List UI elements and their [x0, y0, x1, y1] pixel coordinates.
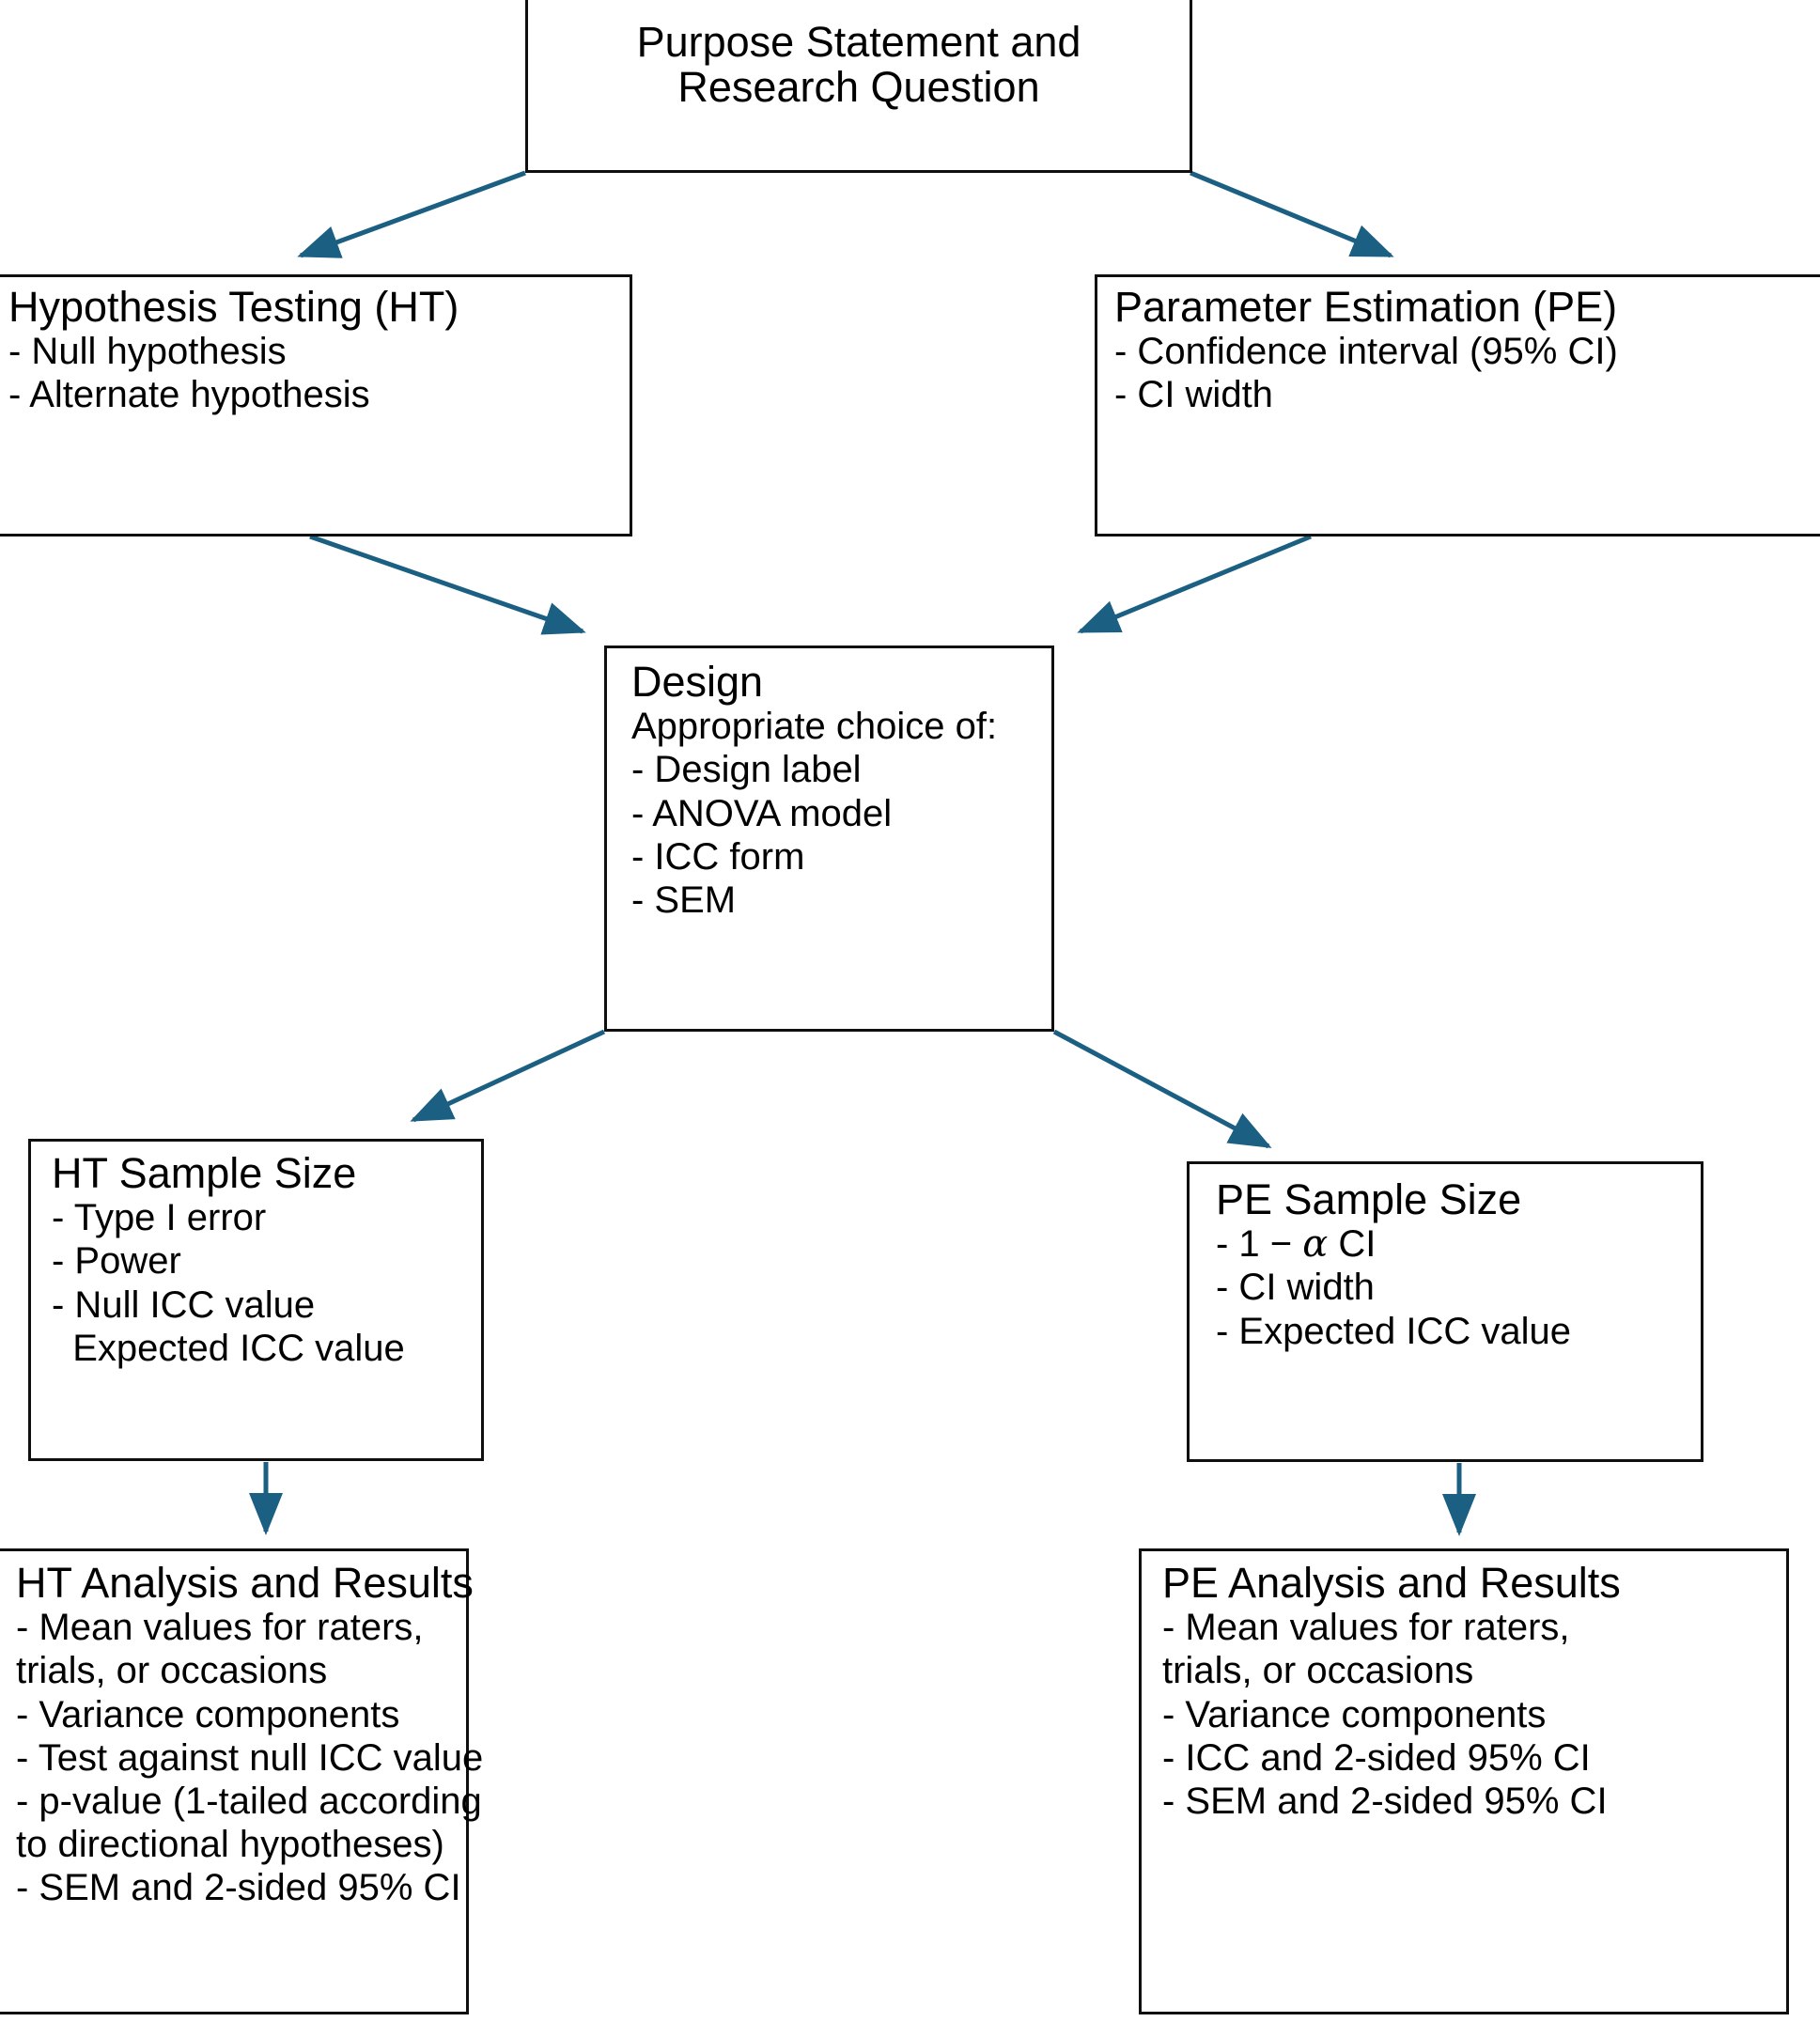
alpha-bullet-suffix: CI	[1328, 1223, 1377, 1266]
node-parameter-estimation-bullets: - Confidence interval (95% CI) - CI widt…	[1114, 330, 1808, 416]
node-pe-analysis-and-results-bullets: - Mean values for raters, trials, or occ…	[1162, 1606, 1773, 1823]
node-pe-sample-size-title: PE Sample Size	[1216, 1175, 1522, 1223]
edge-parameter-estimation-to-design	[1077, 534, 1312, 634]
bullet-item: trials, or occasions	[16, 1650, 328, 1692]
node-pe-analysis-and-results-title: PE Analysis and Results	[1162, 1559, 1621, 1607]
bullet-item: - ICC form	[631, 835, 805, 878]
node-design[interactable]: Design Appropriate choice of: - Design l…	[604, 645, 1054, 1032]
bullet-item: - SEM and 2-sided 95% CI	[16, 1867, 461, 1909]
bullet-item: Expected ICC value	[52, 1327, 405, 1369]
node-purpose-statement-content: Purpose Statement and Research Question	[528, 0, 1190, 117]
bullet-item: - Test against null ICC value	[16, 1736, 484, 1779]
bullet-item: - Design label	[631, 749, 862, 791]
bullet-item: - Power	[52, 1240, 181, 1283]
bullet-item: - CI width	[1216, 1267, 1375, 1309]
edge-design-to-pe-sample-size	[1052, 1029, 1272, 1149]
node-ht-analysis-and-results-content: HT Analysis and Results - Mean values fo…	[0, 1551, 484, 1917]
node-ht-sample-size-title: HT Sample Size	[52, 1149, 357, 1197]
node-ht-sample-size-bullets: - Type I error - Power - Null ICC value …	[52, 1196, 468, 1370]
node-ht-sample-size-content: HT Sample Size - Type I error - Power - …	[31, 1142, 481, 1377]
node-hypothesis-testing-content: Hypothesis Testing (HT) - Null hypothesi…	[0, 277, 630, 425]
bullet-item: - p-value (1-tailed according	[16, 1780, 482, 1822]
bullet-item: - ANOVA model	[631, 792, 893, 834]
node-ht-analysis-and-results[interactable]: HT Analysis and Results - Mean values fo…	[0, 1548, 484, 2014]
node-purpose-statement[interactable]: Purpose Statement and Research Question	[525, 0, 1192, 173]
bullet-item: trials, or occasions	[1162, 1650, 1474, 1692]
edge-hypothesis-testing-to-design	[309, 534, 586, 635]
node-hypothesis-testing[interactable]: Hypothesis Testing (HT) - Null hypothesi…	[0, 274, 632, 537]
node-parameter-estimation-content: Parameter Estimation (PE) - Confidence i…	[1097, 277, 1820, 425]
node-purpose-statement-title-line2: Research Question	[677, 63, 1040, 112]
node-pe-analysis-and-results-content: PE Analysis and Results - Mean values fo…	[1142, 1551, 1786, 1830]
bullet-item: - Expected ICC value	[1216, 1310, 1571, 1352]
bullet-item: - SEM	[631, 879, 737, 921]
alpha-symbol: α	[1302, 1222, 1329, 1267]
bullet-item-alpha-ci: - 1 − α CI	[1216, 1222, 1688, 1266]
bullet-item: - Mean values for raters,	[1162, 1607, 1570, 1649]
bullet-item: to directional hypotheses)	[16, 1824, 444, 1866]
bullet-item: - ICC and 2-sided 95% CI	[1162, 1736, 1591, 1779]
node-design-bullets: Appropriate choice of: - Design label - …	[631, 705, 1038, 922]
node-hypothesis-testing-title: Hypothesis Testing (HT)	[8, 283, 459, 331]
bullet-item: - SEM and 2-sided 95% CI	[1162, 1780, 1608, 1822]
edge-purpose-to-hypothesis-testing	[297, 170, 526, 258]
node-purpose-statement-title-line1: Purpose Statement and	[636, 18, 1081, 66]
node-parameter-estimation-title: Parameter Estimation (PE)	[1114, 283, 1618, 331]
node-hypothesis-testing-bullets: - Null hypothesis - Alternate hypothesis	[8, 330, 616, 416]
bullet-item: - Alternate hypothesis	[8, 374, 370, 416]
node-pe-analysis-and-results[interactable]: PE Analysis and Results - Mean values fo…	[1139, 1548, 1789, 2014]
bullet-item: - Confidence interval (95% CI)	[1114, 331, 1618, 373]
node-pe-sample-size[interactable]: PE Sample Size - 1 − α CI - CI width - E…	[1187, 1161, 1703, 1462]
edge-purpose-to-parameter-estimation	[1190, 170, 1394, 258]
node-design-subtitle: Appropriate choice of:	[631, 706, 998, 748]
node-pe-sample-size-content: PE Sample Size - 1 − α CI - CI width - E…	[1190, 1164, 1701, 1361]
node-pe-sample-size-bullets: - 1 − α CI - CI width - Expected ICC val…	[1216, 1222, 1688, 1353]
node-parameter-estimation[interactable]: Parameter Estimation (PE) - Confidence i…	[1095, 274, 1820, 537]
bullet-item: - Null hypothesis	[8, 331, 287, 373]
bullet-item: - Variance components	[16, 1693, 400, 1735]
bullet-item: - Type I error	[52, 1197, 267, 1239]
node-design-title: Design	[631, 658, 764, 706]
node-ht-analysis-and-results-title: HT Analysis and Results	[16, 1559, 474, 1607]
bullet-item: - CI width	[1114, 374, 1273, 416]
edge-design-to-ht-sample-size	[410, 1029, 606, 1123]
node-design-content: Design Appropriate choice of: - Design l…	[607, 648, 1051, 929]
node-ht-analysis-and-results-bullets: - Mean values for raters, trials, or occ…	[16, 1606, 484, 1909]
bullet-item: - Variance components	[1162, 1693, 1547, 1735]
node-ht-sample-size[interactable]: HT Sample Size - Type I error - Power - …	[28, 1139, 484, 1461]
alpha-bullet-prefix: - 1 −	[1216, 1223, 1303, 1266]
bullet-item: - Null ICC value	[52, 1283, 316, 1326]
bullet-item: - Mean values for raters,	[16, 1607, 424, 1649]
